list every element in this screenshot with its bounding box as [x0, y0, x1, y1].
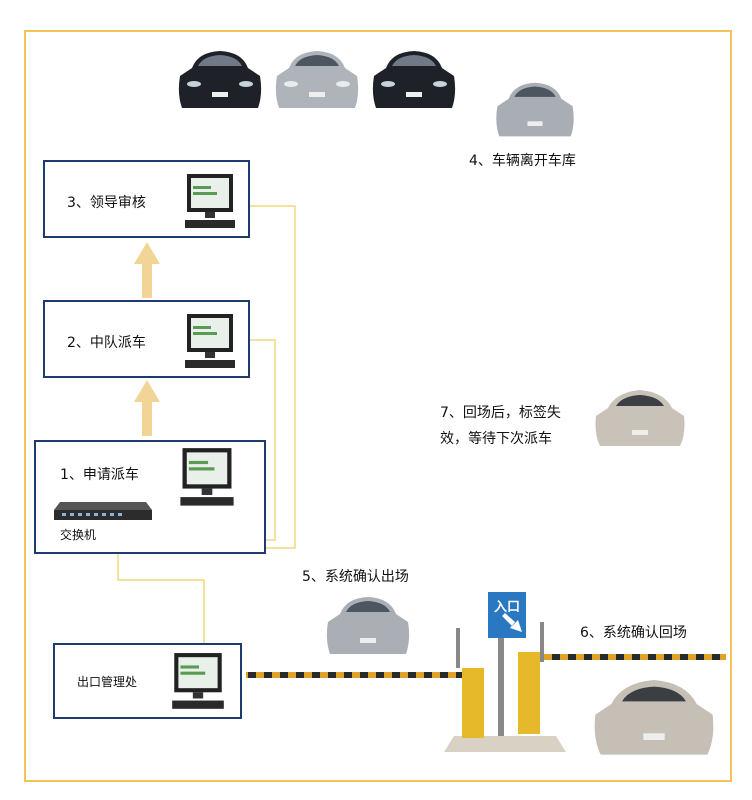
car-returning: [594, 680, 714, 755]
switch-label: 交换机: [60, 528, 97, 542]
team-dispatch-box: 2、中队派车: [43, 300, 250, 378]
computer-icon: [172, 653, 224, 709]
step-1-label: 1、申请派车: [60, 467, 139, 483]
gate-base: [444, 736, 566, 752]
step-7-label-line2: 效，等待下次派车: [440, 431, 552, 447]
network-switch-icon: [54, 502, 152, 520]
step-2-label: 2、中队派车: [67, 335, 146, 351]
car-leaving: [496, 82, 574, 137]
up-arrow-icon: [134, 242, 160, 298]
up-arrow-icon: [134, 380, 160, 436]
step-6-label: 6、系统确认回场: [580, 625, 687, 641]
step-5-label: 5、系统确认出场: [302, 569, 409, 585]
apply-box: 1、申请派车 交换机: [34, 440, 266, 554]
car-exiting: [326, 597, 410, 654]
entrance-sign-text: 入口: [493, 600, 520, 615]
exit-barrier-arm: [246, 672, 472, 678]
diagram-frame: [24, 30, 732, 782]
car-returned: [595, 390, 685, 446]
entry-barrier-arm: [536, 654, 726, 660]
step-4-label: 4、车辆离开车库: [469, 153, 576, 169]
exit-office-box: 出口管理处: [53, 643, 242, 719]
car-dark-1: [178, 51, 262, 108]
computer-icon: [185, 314, 235, 368]
step-3-label: 3、领导审核: [67, 195, 146, 211]
step-7-label-line1: 7、回场后，标签失: [440, 405, 561, 421]
exit-office-label: 出口管理处: [77, 675, 138, 689]
computer-icon: [185, 174, 235, 228]
car-silver-1: [275, 51, 359, 108]
gate-post-right: [518, 652, 540, 734]
car-dark-2: [372, 51, 456, 108]
computer-icon: [180, 448, 234, 506]
leader-review-box: 3、领导审核: [43, 160, 250, 238]
arrow-down-right-icon: [502, 613, 522, 632]
gate-post-left: [462, 668, 484, 738]
